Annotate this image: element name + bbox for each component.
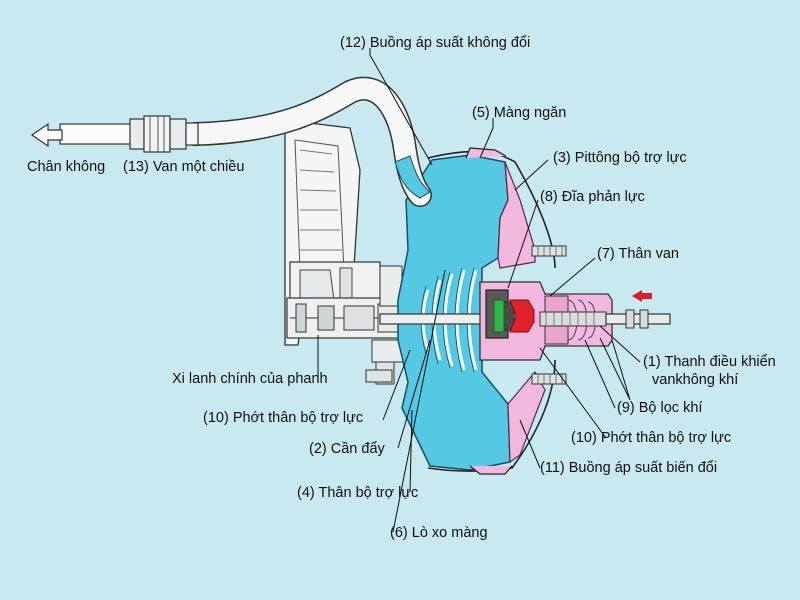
booster-bolts: [365, 245, 567, 385]
reaction-disc: [493, 299, 505, 333]
label-push-rod: (2) Cần đẩy: [309, 441, 386, 457]
label-diaphragm: (5) Màng ngăn: [472, 105, 566, 121]
label-diaphragm-spring: (6) Lò xo màng: [390, 525, 488, 541]
label-reaction-disc: (8) Đĩa phản lực: [540, 189, 645, 205]
label-booster-seal-right: (10) Phớt thân bộ trợ lực: [571, 430, 731, 446]
label-booster-body: (4) Thân bộ trợ lực: [297, 485, 418, 501]
vacuum-arrow-icon: [30, 122, 63, 148]
leader-lines: [317, 48, 641, 533]
valve-plunger: [509, 299, 535, 333]
label-master-cylinder: Xi lanh chính của phanh: [172, 371, 328, 387]
label-booster-piston: (3) Pittông bộ trợ lực: [553, 150, 687, 166]
booster-shell: [427, 150, 556, 472]
label-air-filter: (9) Bộ lọc khí: [617, 400, 702, 416]
air-filter: [539, 311, 607, 327]
vacuum-hose: [183, 76, 432, 207]
label-constant-pressure-chamber: (12) Buồng áp suất không đổi: [340, 35, 530, 51]
operating-rod: [605, 313, 671, 325]
label-operating-rod-line1: (1) Thanh điều khiển: [643, 354, 776, 370]
variable-pressure-chamber: [497, 161, 536, 269]
variable-pressure-chamber-lower: [507, 370, 546, 464]
check-valve: [59, 115, 199, 153]
label-valve-body: (7) Thân van: [597, 246, 679, 262]
label-vacuum: Chân không: [27, 159, 105, 175]
label-variable-pressure-chamber: (11) Buồng áp suất biến đổi: [540, 460, 717, 476]
label-booster-seal-left: (10) Phớt thân bộ trợ lực: [203, 410, 363, 426]
label-operating-rod-line2: vankhông khí: [652, 372, 738, 388]
input-force-arrow-icon: [632, 290, 652, 302]
label-check-valve: (13) Van một chiều: [123, 159, 244, 175]
